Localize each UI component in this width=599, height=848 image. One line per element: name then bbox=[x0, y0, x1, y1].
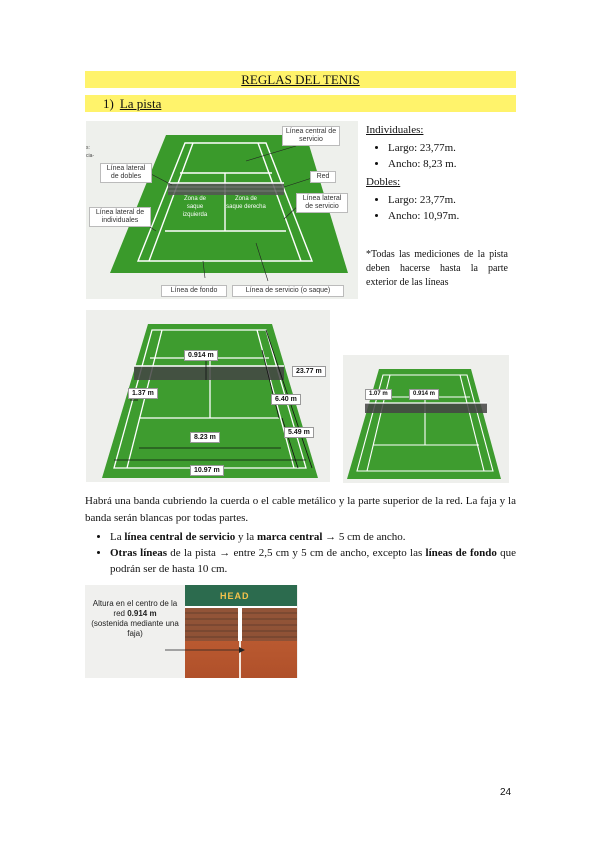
net-photo-figure: Altura en el centro de la red 0.914 m(so… bbox=[85, 585, 298, 678]
net-height-label: 0.914 m bbox=[184, 350, 218, 361]
court-measured-drawing bbox=[102, 324, 318, 478]
list-item: Ancho: 8,23 m. bbox=[388, 157, 516, 171]
singles-heading: Individuales: bbox=[366, 124, 424, 136]
label-service-sideline: Línea lateral de servicio bbox=[296, 193, 348, 213]
page-title: REGLAS DEL TENIS bbox=[85, 71, 516, 88]
net-photo bbox=[185, 585, 297, 678]
singles-block: Individuales: Largo: 23,77m. Ancho: 8,23… bbox=[366, 123, 516, 227]
alley-width-label: 1.37 m bbox=[128, 388, 158, 399]
caption: Altura en el centro de la red 0.914 m(so… bbox=[91, 599, 179, 638]
label-net: Red bbox=[310, 171, 336, 183]
label-right-service-box: Zona de saque derecha bbox=[226, 196, 266, 210]
list-item: Largo: 23,77m. bbox=[388, 141, 516, 155]
court-small-figure: 1.07 m 0.914 m bbox=[343, 355, 509, 483]
label-center-service-line: Línea central de servicio bbox=[282, 126, 340, 146]
list-item: La línea central de servicio y la marca … bbox=[110, 529, 516, 545]
label-left-service-box: Zona de saque izquierda bbox=[182, 196, 208, 218]
label-doubles-sideline: Línea lateral de dobles bbox=[100, 163, 152, 183]
line-width-list: La línea central de servicio y la marca … bbox=[85, 529, 516, 577]
singles-width-label: 8.23 m bbox=[190, 432, 220, 443]
back-length-label: 5.49 m bbox=[284, 427, 314, 438]
list-item: Otras líneas de la pista → entre 2,5 cm … bbox=[110, 545, 516, 577]
doubles-width-label: 10.97 m bbox=[190, 465, 224, 476]
page-number: 24 bbox=[500, 787, 512, 798]
court-small-drawing bbox=[347, 369, 501, 479]
section-number: 1) bbox=[103, 96, 114, 111]
net-band-paragraph: Habrá una banda cubriendo la cuerda o el… bbox=[85, 495, 516, 524]
court-measurements-figure: 0.914 m 23.77 m 1.37 m 6.40 m 8.23 m 5.4… bbox=[86, 310, 330, 482]
court-labels-figure: s: cia- Línea central de servicio Línea … bbox=[86, 121, 358, 299]
list-item: Ancho: 10,97m. bbox=[388, 209, 516, 223]
section-heading: 1) La pista bbox=[85, 95, 516, 112]
label-baseline: Línea de fondo bbox=[161, 285, 227, 297]
pointer-arrow bbox=[165, 647, 245, 653]
doubles-heading: Dobles: bbox=[366, 176, 401, 188]
cut-off-text: s: cia- bbox=[86, 145, 95, 159]
brand-logo: HEAD bbox=[220, 591, 250, 601]
label-singles-sideline: Línea lateral de individuales bbox=[89, 207, 151, 227]
list-item: Largo: 23,77m. bbox=[388, 193, 516, 207]
center-height-label: 0.914 m bbox=[409, 389, 440, 400]
court-length-label: 23.77 m bbox=[292, 366, 326, 377]
section-title: La pista bbox=[119, 96, 162, 111]
label-service-line: Línea de servicio (o saque) bbox=[232, 285, 344, 297]
measurement-note: *Todas las mediciones de la pista deben … bbox=[366, 249, 508, 288]
post-height-label: 1.07 m bbox=[365, 389, 392, 400]
court-perspective-drawing bbox=[110, 135, 348, 282]
service-length-label: 6.40 m bbox=[271, 394, 301, 405]
